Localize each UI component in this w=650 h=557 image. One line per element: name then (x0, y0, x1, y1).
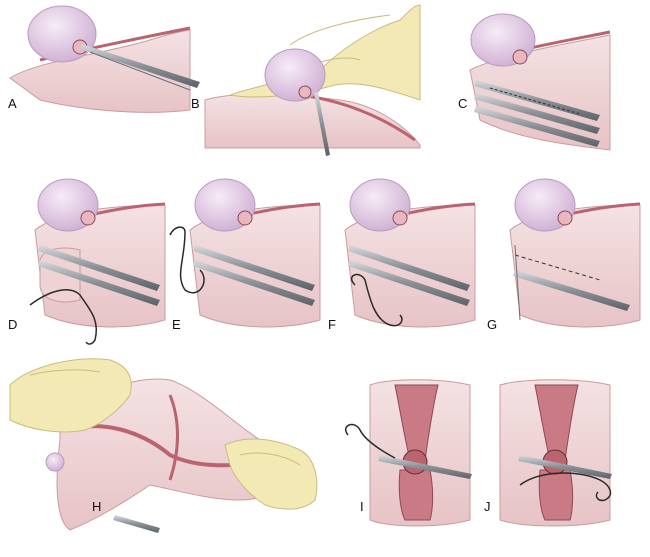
suture-needle (350, 273, 403, 327)
panel-label-e: E (172, 317, 181, 332)
uterine-body (394, 384, 439, 521)
panel-label-d: D (8, 317, 18, 332)
panel-a-art (9, 5, 200, 113)
panel-label-j: J (484, 499, 491, 514)
panel-h-art (9, 358, 318, 533)
uterine-body (534, 384, 579, 521)
forceps-instrument (38, 245, 160, 306)
forceps-instrument (378, 455, 472, 479)
panel-label-i: I (360, 499, 364, 514)
panel-i-art (345, 379, 472, 527)
suture-needle (29, 289, 97, 345)
panel-c-art (469, 13, 611, 151)
panel-label-b: B (191, 96, 200, 111)
forceps-instrument (314, 92, 330, 156)
forceps-instrument (80, 44, 200, 91)
forceps-instrument (518, 455, 612, 479)
suture-needle (519, 472, 612, 502)
panel-e-art (169, 178, 321, 328)
panel-label-a: A (8, 96, 17, 111)
panel-b-art (204, 4, 421, 156)
panel-f-art (344, 178, 476, 328)
panel-label-c: C (458, 96, 468, 111)
forceps-instrument (193, 245, 315, 306)
forceps-instrument (513, 270, 630, 311)
panel-label-h: H (92, 499, 102, 514)
panel-j-art (499, 379, 612, 527)
suture-needle (169, 226, 205, 294)
ovary-shape (27, 5, 97, 63)
forceps-instrument (348, 245, 470, 306)
gloved-hand (224, 438, 318, 510)
suture-needle (345, 423, 396, 459)
forceps-instrument (474, 80, 600, 147)
forceps-instrument (113, 515, 160, 533)
panel-label-g: G (487, 317, 498, 332)
panel-label-f: F (328, 317, 336, 332)
gloved-hand (229, 4, 421, 101)
ovary-shape (45, 452, 65, 472)
panel-g-art (509, 178, 641, 328)
panel-d-art (29, 178, 166, 345)
gloved-hand (9, 358, 132, 433)
